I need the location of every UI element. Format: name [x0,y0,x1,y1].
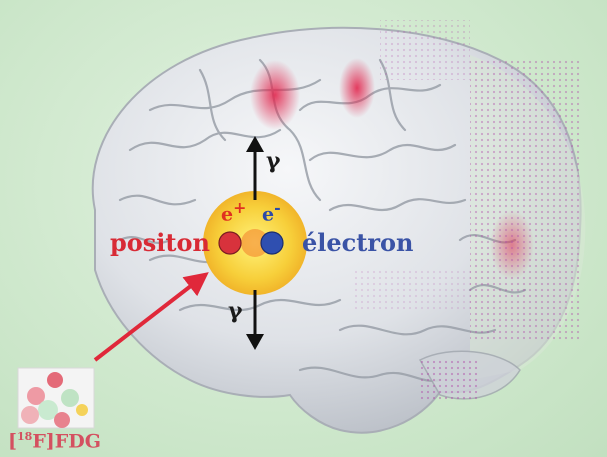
positron-label: positon [110,228,210,257]
electron-label: électron [302,228,413,257]
annihilation-event [203,191,307,295]
positron-particle [219,232,241,254]
positron-symbol-base: e [221,203,233,225]
fdg-molecule-icon [18,368,94,428]
tracer-label: [18F]FDG [8,430,101,452]
tracer-isotope: 18 [17,430,32,443]
positron-symbol: e+ [221,198,246,225]
gamma-bottom-label: γ [228,298,243,324]
electron-symbol-base: e [262,203,274,225]
gamma-top-label: γ [266,148,281,174]
electron-symbol-charge: - [274,198,281,217]
positron-symbol-charge: + [233,198,246,217]
electron-particle [261,232,283,254]
tracer-suffix: F]FDG [32,430,101,452]
electron-symbol: e- [262,198,281,225]
tracer-prefix: [ [8,430,17,452]
